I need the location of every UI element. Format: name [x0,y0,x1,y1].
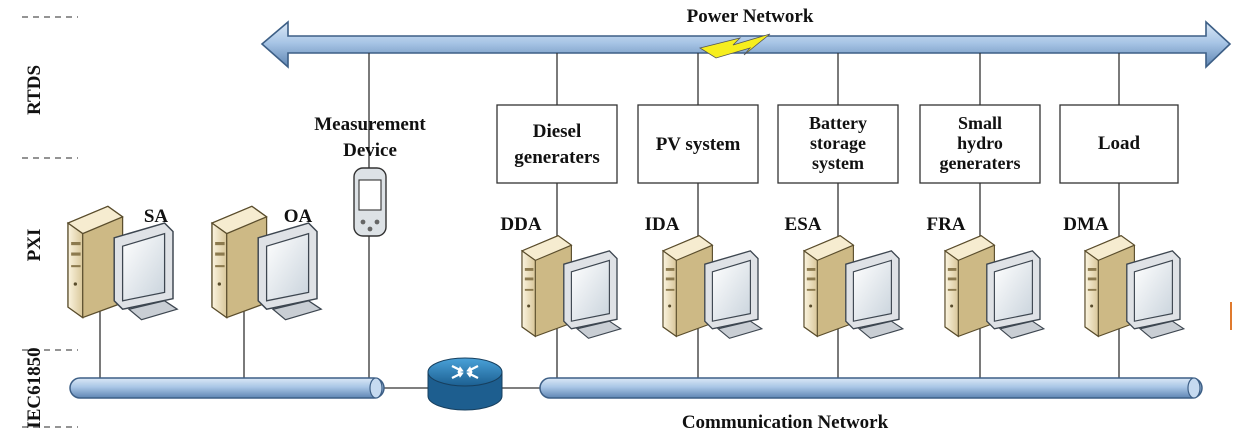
communication-bus-right [539,377,1203,399]
agent-label-esa: ESA [785,214,822,235]
agent-label-ida: IDA [645,214,680,235]
computer-icon [662,235,763,339]
measurement-device-label-line1: Measurement [314,114,426,135]
router-icon [427,357,503,411]
measurement-device-label-line2: Device [343,140,397,161]
computer-icon [944,235,1045,339]
agent-label-sa: SA [144,206,169,227]
unit-label-line: Diesel [533,121,582,142]
handheld-device-icon [353,167,387,237]
agent-label-oa: OA [284,206,313,227]
layer-label-iec61850: IEC61850 [24,347,45,428]
unit-label-line: Battery [809,113,867,133]
communication-network-label: Communication Network [682,412,889,433]
lightning-icon [698,33,771,59]
computer-icon [521,235,622,339]
agent-label-dma: DMA [1063,214,1109,235]
unit-label-line: PV system [656,134,741,155]
unit-label-line: storage [810,133,866,153]
unit-label-line: system [812,153,864,173]
unit-label-line: hydro [957,133,1003,153]
layer-separators [22,16,78,428]
computer-icon [803,235,904,339]
unit-label-line: generaters [514,147,599,168]
agent-label-dda: DDA [500,214,541,235]
layer-label-pxi: PXI [24,229,45,262]
communication-bus-left [69,377,385,399]
unit-box-load: Load [1059,104,1179,184]
unit-box-pv: PV system [637,104,759,184]
unit-label-line: Load [1098,133,1141,154]
layer-label-rtds: RTDS [24,65,45,115]
computer-icon [1084,235,1185,339]
unit-box-small-hydro: Small hydro generaters [919,104,1041,184]
unit-label-line: Small [958,113,1002,133]
unit-box-diesel: Diesel generaters [496,104,618,184]
power-network-label: Power Network [687,6,814,27]
unit-box-battery: Battery storage system [777,104,899,184]
agent-label-fra: FRA [926,214,965,235]
unit-label-line: generaters [940,153,1021,173]
